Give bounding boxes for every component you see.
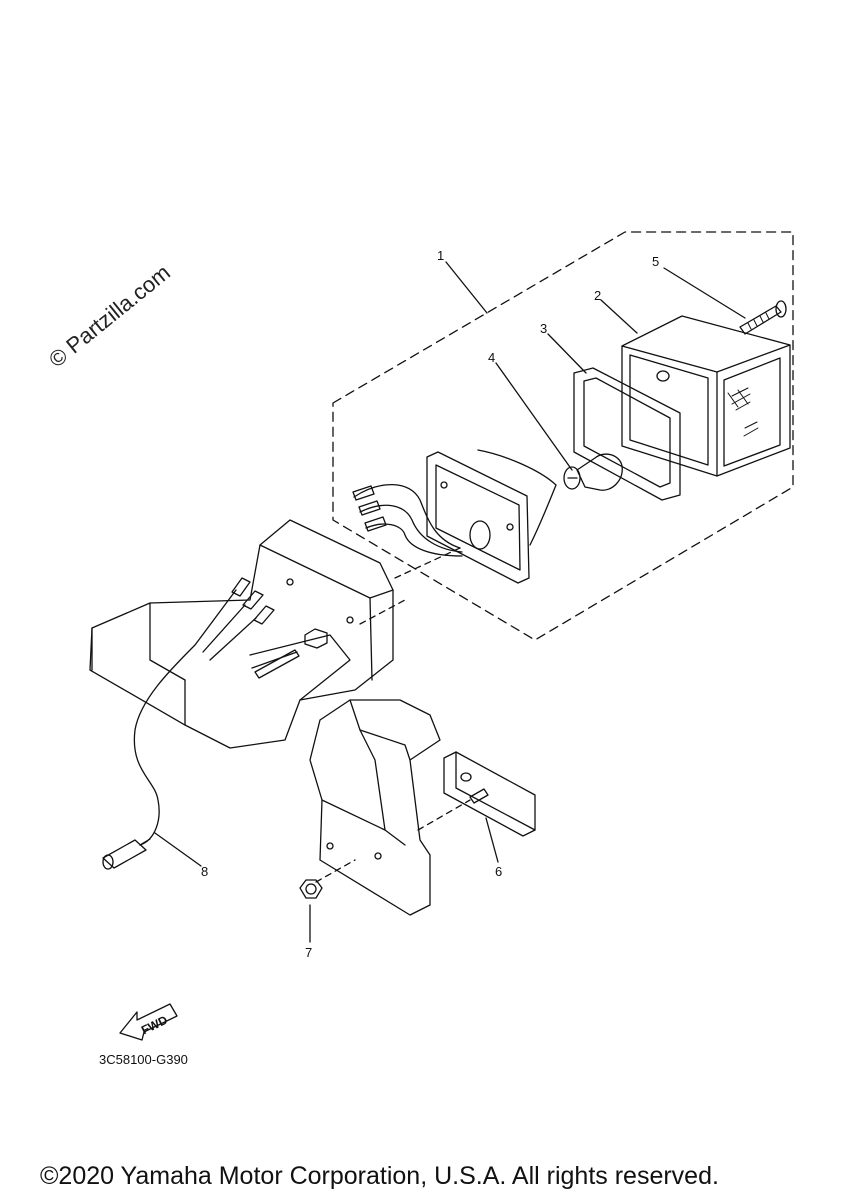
- drawing-code: 3C58100-G390: [99, 1052, 188, 1067]
- tail-lens: [621, 315, 791, 477]
- callout-3: 3: [540, 321, 547, 336]
- wire-harness: [102, 577, 275, 870]
- callout-6: 6: [495, 864, 502, 879]
- assembly-boundary: [332, 231, 794, 641]
- lens-gasket: [573, 367, 681, 501]
- callout-1: 1: [437, 248, 444, 263]
- callout-4: 4: [488, 350, 495, 365]
- nut: [299, 859, 356, 899]
- rear-fender-housing: [89, 519, 394, 749]
- screw: [739, 300, 787, 335]
- mounting-bolt: [254, 547, 461, 679]
- copyright-notice: ©2020 Yamaha Motor Corporation, U.S.A. A…: [40, 1162, 719, 1190]
- bulb: [563, 453, 623, 491]
- callout-2: 2: [594, 288, 601, 303]
- callout-8: 8: [201, 864, 208, 879]
- license-bracket: [309, 699, 441, 916]
- callout-5: 5: [652, 254, 659, 269]
- fwd-arrow-icon: [119, 1003, 178, 1041]
- leader-6: [485, 817, 499, 863]
- leader-8: [154, 832, 202, 867]
- leader-5: [663, 267, 746, 319]
- lamp-base: [352, 449, 557, 584]
- reflector: [417, 751, 536, 837]
- callout-7: 7: [305, 945, 312, 960]
- leader-2: [600, 299, 638, 334]
- leader-4: [495, 362, 573, 471]
- leader-1: [445, 261, 488, 314]
- leader-3: [547, 333, 587, 374]
